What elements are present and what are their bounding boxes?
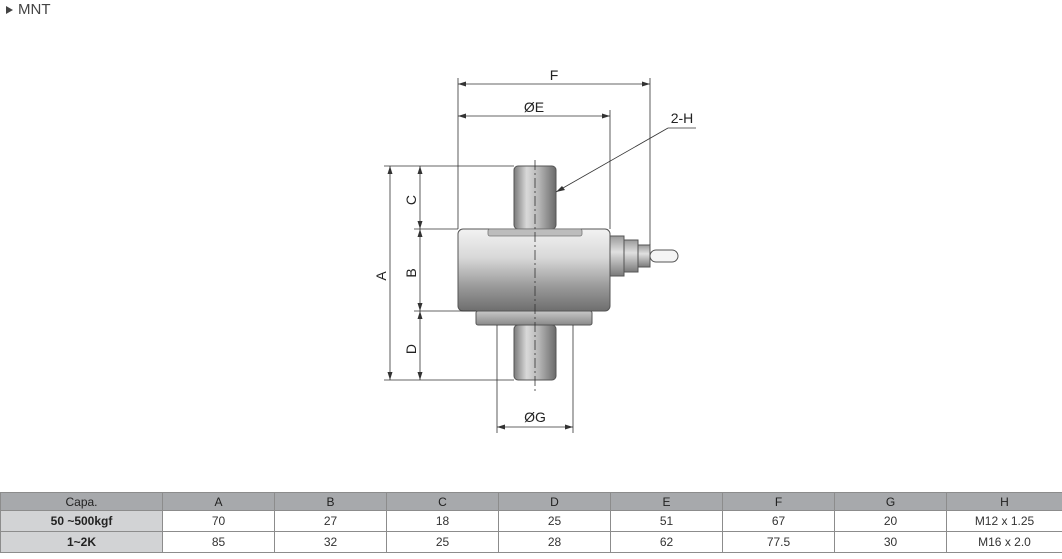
dimension-label-d: D xyxy=(403,344,419,354)
header-capa: Capa. xyxy=(0,492,163,511)
cell-d: 28 xyxy=(498,531,611,553)
header-d: D xyxy=(498,492,611,511)
dimension-label-b: B xyxy=(403,268,419,277)
header-f: F xyxy=(722,492,835,511)
dimension-label-e: ØE xyxy=(524,99,544,115)
cell-b: 27 xyxy=(274,510,387,532)
header-a: A xyxy=(162,492,275,511)
cable xyxy=(649,249,679,263)
cell-g: 20 xyxy=(834,510,947,532)
cell-e: 62 xyxy=(610,531,723,553)
load-cell-body xyxy=(457,228,611,312)
table-row: 1~2K 85 32 25 28 62 77.5 30 M16 x 2.0 xyxy=(0,531,1062,553)
specification-table: Capa. A B C D E F G H 50 ~500kgf 70 27 1… xyxy=(0,492,1062,553)
dimension-arrows xyxy=(387,81,650,430)
load-cell-dimension-drawing: F ØE 2-H ØG A C B D xyxy=(373,67,696,433)
cell-e: 51 xyxy=(610,510,723,532)
row-capacity: 50 ~500kgf xyxy=(0,510,163,532)
cell-f: 67 xyxy=(722,510,835,532)
table-header-row: Capa. A B C D E F G H xyxy=(0,492,1062,511)
cell-d: 25 xyxy=(498,510,611,532)
bottom-flange xyxy=(475,310,593,326)
triangle-bullet-icon xyxy=(6,5,13,14)
dimension-lines xyxy=(384,78,696,433)
table-row: 50 ~500kgf 70 27 18 25 51 67 20 M12 x 1.… xyxy=(0,510,1062,532)
header-b: B xyxy=(274,492,387,511)
cell-c: 18 xyxy=(386,510,499,532)
cell-c: 25 xyxy=(386,531,499,553)
header-g: G xyxy=(834,492,947,511)
cell-a: 85 xyxy=(162,531,275,553)
dimension-label-h: 2-H xyxy=(671,110,694,126)
cell-h: M12 x 1.25 xyxy=(946,510,1062,532)
dimension-label-g: ØG xyxy=(524,409,546,425)
cell-g: 30 xyxy=(834,531,947,553)
cable-gland xyxy=(609,235,651,277)
section-title-text: MNT xyxy=(18,1,51,18)
dimension-label-c: C xyxy=(403,195,419,205)
row-capacity: 1~2K xyxy=(0,531,163,553)
header-c: C xyxy=(386,492,499,511)
cell-h: M16 x 2.0 xyxy=(946,531,1062,553)
header-e: E xyxy=(610,492,723,511)
dimension-label-a: A xyxy=(373,271,389,281)
cell-f: 77.5 xyxy=(722,531,835,553)
dimension-label-f: F xyxy=(550,67,559,83)
cell-a: 70 xyxy=(162,510,275,532)
cell-b: 32 xyxy=(274,531,387,553)
section-title: MNT xyxy=(6,1,51,18)
header-h: H xyxy=(946,492,1062,511)
